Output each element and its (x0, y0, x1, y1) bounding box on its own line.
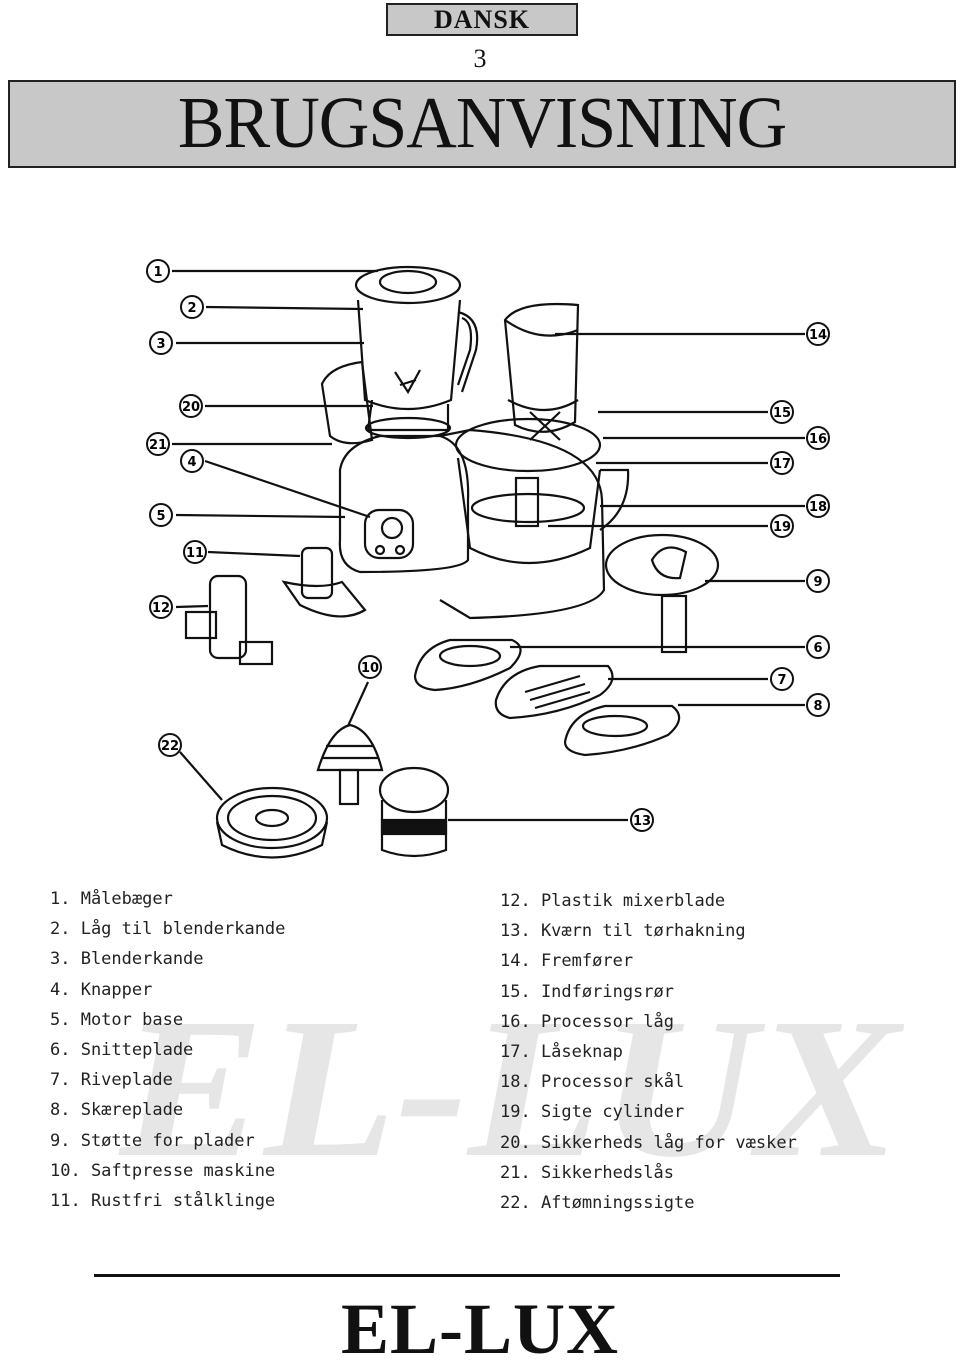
list-item: 15. Indføringsrør (500, 981, 674, 1002)
list-item: 12. Plastik mixerblade (500, 891, 726, 911)
list-item: 7. Riveplade (50, 1070, 173, 1091)
watermark-text: EL-LUX (118, 978, 905, 1175)
callout-2: 2 (180, 295, 204, 319)
svg-text:7: 7 (777, 673, 786, 688)
svg-text:2: 2 (187, 301, 196, 316)
list-item: 13. Kværn til tørhakning (500, 921, 746, 942)
callout-17: 17 (770, 451, 794, 475)
svg-text:8: 8 (813, 699, 822, 714)
callout-1: 1 (146, 259, 170, 283)
svg-text:10: 10 (361, 661, 379, 676)
callout-15: 15 (770, 400, 794, 424)
svg-text:18: 18 (809, 500, 827, 515)
svg-text:9: 9 (813, 575, 822, 590)
callout-10: 10 (358, 655, 382, 679)
svg-text:6: 6 (813, 641, 822, 656)
callout-14: 14 (806, 322, 830, 346)
product-diagram: 1 2 3 20 21 4 5 11 12 10 22 14 15 16 17 … (146, 259, 830, 859)
list-item: 17. Låseknap (500, 1041, 623, 1062)
svg-text:17: 17 (773, 457, 791, 472)
svg-text:19: 19 (773, 520, 791, 535)
list-item: 4. Knapper (50, 979, 153, 1000)
list-item: 22. Aftømningssigte (500, 1192, 695, 1213)
svg-text:11: 11 (186, 546, 204, 561)
svg-text:12: 12 (152, 601, 170, 616)
callout-3: 3 (149, 331, 173, 355)
callout-4: 4 (180, 449, 204, 473)
parts-list-left: 1. Målebæger 2. Låg til blenderkande 3. … (50, 884, 285, 1216)
callout-9: 9 (806, 569, 830, 593)
callout-8: 8 (806, 693, 830, 717)
parts-list-right: 12. Plastik mixerblade 13. Kværn til tør… (500, 886, 797, 1218)
callout-12: 12 (149, 595, 173, 619)
callout-19: 19 (770, 514, 794, 538)
callout-22: 22 (158, 733, 182, 757)
svg-text:3: 3 (156, 337, 165, 352)
list-item: 19. Sigte cylinder (500, 1102, 685, 1123)
svg-text:4: 4 (187, 455, 196, 470)
svg-text:13: 13 (633, 814, 651, 829)
svg-text:1: 1 (153, 265, 162, 280)
callout-16: 16 (806, 426, 830, 450)
callout-18: 18 (806, 494, 830, 518)
list-item: 9. Støtte for plader (50, 1130, 255, 1151)
watermark: EL-LUX (118, 978, 905, 1175)
language-label: DANSK (386, 3, 578, 36)
list-item: 11. Rustfri stålklinge (50, 1190, 276, 1211)
svg-text:15: 15 (773, 406, 791, 421)
list-item: 10. Saftpresse maskine (50, 1160, 276, 1181)
page-title: BRUGSANVISNING (177, 83, 787, 164)
brand-logo: EL-LUX (340, 1289, 620, 1369)
list-item: 3. Blenderkande (50, 949, 204, 970)
callout-5: 5 (149, 503, 173, 527)
svg-text:20: 20 (182, 400, 200, 415)
list-item: 21. Sikkerhedslås (500, 1162, 674, 1183)
list-item: 6. Snitteplade (50, 1039, 194, 1060)
list-item: 2. Låg til blenderkande (50, 919, 286, 940)
callout-7: 7 (770, 667, 794, 691)
callout-11: 11 (183, 540, 207, 564)
list-item: 20. Sikkerheds låg for væsker (500, 1132, 797, 1153)
svg-text:21: 21 (149, 438, 167, 453)
callout-6: 6 (806, 635, 830, 659)
list-item: 18. Processor skål (500, 1072, 685, 1093)
list-item: 8. Skæreplade (50, 1100, 184, 1121)
svg-text:22: 22 (161, 739, 179, 754)
callout-13: 13 (630, 808, 654, 832)
svg-text:16: 16 (809, 432, 827, 447)
page-number: 3 (473, 44, 487, 73)
list-item: 14. Fremfører (500, 951, 634, 972)
callout-21: 21 (146, 432, 170, 456)
svg-text:5: 5 (156, 509, 165, 524)
list-item: 1. Målebæger (50, 889, 173, 909)
footer-divider (94, 1274, 840, 1277)
list-item: 5. Motor base (50, 1009, 184, 1030)
title-bar: BRUGSANVISNING (8, 80, 956, 168)
list-item: 16. Processor låg (500, 1011, 674, 1032)
callout-20: 20 (179, 394, 203, 418)
svg-text:14: 14 (809, 328, 827, 343)
